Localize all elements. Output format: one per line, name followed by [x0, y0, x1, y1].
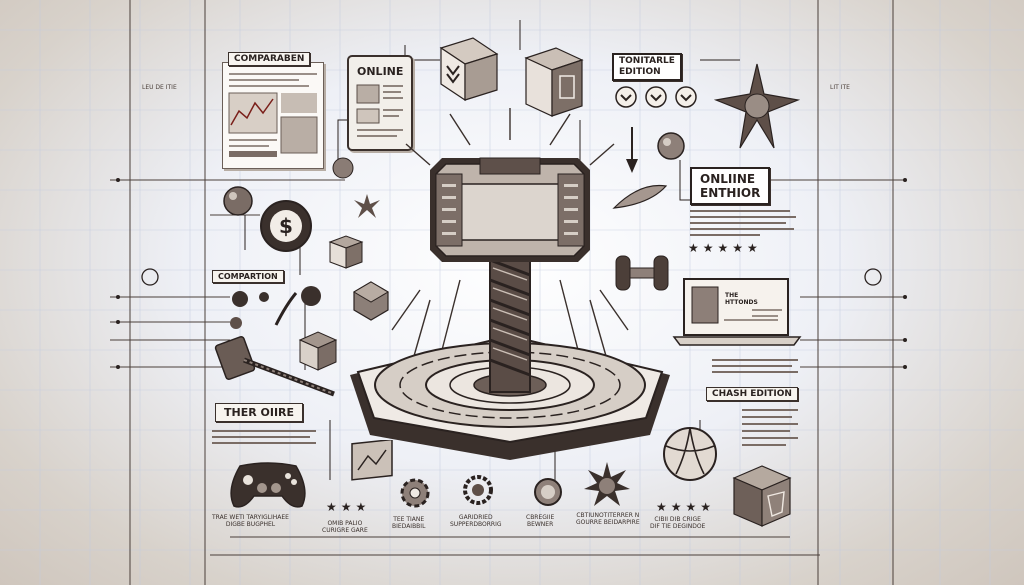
stars-left-caption: OMIB PALIO CURIGRE GARE — [322, 520, 368, 534]
compartion-label: COMPARTION — [212, 270, 284, 283]
orb-small-icon — [332, 157, 354, 179]
text-lines-chash — [742, 409, 798, 446]
orb-icon — [657, 132, 685, 160]
laptop-screen-text: THE HTTONDS — [725, 292, 758, 306]
gear-icon — [400, 478, 430, 508]
stars-right-caption: CIBII DIB CRIGE DIF TIE DEGINDOE — [650, 516, 706, 530]
dice-icon — [353, 281, 389, 321]
coin-caption: CBREGIIE BEWNER — [526, 514, 555, 528]
spiked-emblem-icon — [713, 63, 801, 149]
dark-orb-icon — [301, 286, 321, 306]
text-lines-right — [712, 359, 798, 373]
right-margin-label: LIT ITE — [830, 84, 850, 91]
ther-oiire-label: THER OIIRE — [215, 403, 304, 422]
description-text-block — [690, 210, 796, 236]
arrow-down-icon — [626, 127, 638, 173]
rating-stars-left: ★★★ — [326, 500, 371, 514]
chash-edition-label: CHASH EDITION — [706, 387, 798, 401]
gamepad-caption: TRAE WETI TARYIGLIHAEE DIGBE BUGPHEL — [212, 514, 289, 528]
laptop-icon — [672, 278, 802, 346]
shield-cube-icon — [732, 465, 792, 527]
blade-icon — [612, 184, 668, 209]
cog-caption: GARIDRIED SUPPERDBORRIG — [450, 514, 502, 528]
gamepad-icon — [230, 462, 306, 508]
comparaben-label: COMPARABEN — [228, 52, 311, 66]
node-cluster-icon — [230, 291, 298, 329]
ball-icon — [663, 427, 717, 481]
text-lines-left — [212, 430, 316, 444]
sun-icon — [584, 462, 630, 506]
badge-cube-icon — [439, 37, 499, 102]
small-hammer-icon — [214, 336, 335, 397]
grid-cube-icon — [524, 47, 584, 117]
left-margin-label: LEU DE ITIE — [142, 84, 177, 91]
online-tablet: ONLINE — [347, 55, 413, 151]
wing-icon — [354, 194, 380, 218]
rating-stars-right: ★★★★★ — [688, 241, 762, 255]
coin-icon — [534, 478, 562, 506]
tan-cube-icon — [298, 331, 338, 371]
dumbbell-icon — [615, 255, 669, 291]
map-icon — [351, 440, 393, 481]
comparison-document — [222, 62, 324, 169]
small-cube-icon — [328, 235, 364, 269]
sphere-small-icon — [223, 186, 253, 216]
central-hammer-illustration — [350, 108, 670, 460]
online-enthior-label: ONLIINE ENTHIOR — [690, 167, 771, 205]
cog-icon — [463, 475, 493, 505]
rating-stars-bottom-right: ★★★★ — [656, 500, 716, 514]
svg-text:$: $ — [279, 214, 293, 238]
dollar-coin-icon: $ — [260, 200, 312, 252]
gear-caption: TEE TIANE BIEDAIBBIL — [392, 516, 426, 530]
rating-badges — [615, 86, 697, 108]
online-label: ONLINE — [357, 65, 404, 78]
tonitarle-edition-label: TONITARLE EDITION — [612, 53, 682, 81]
sun-caption: CBTIUNOTITERRER N GOURRE BEIDARPIRE — [576, 512, 640, 526]
